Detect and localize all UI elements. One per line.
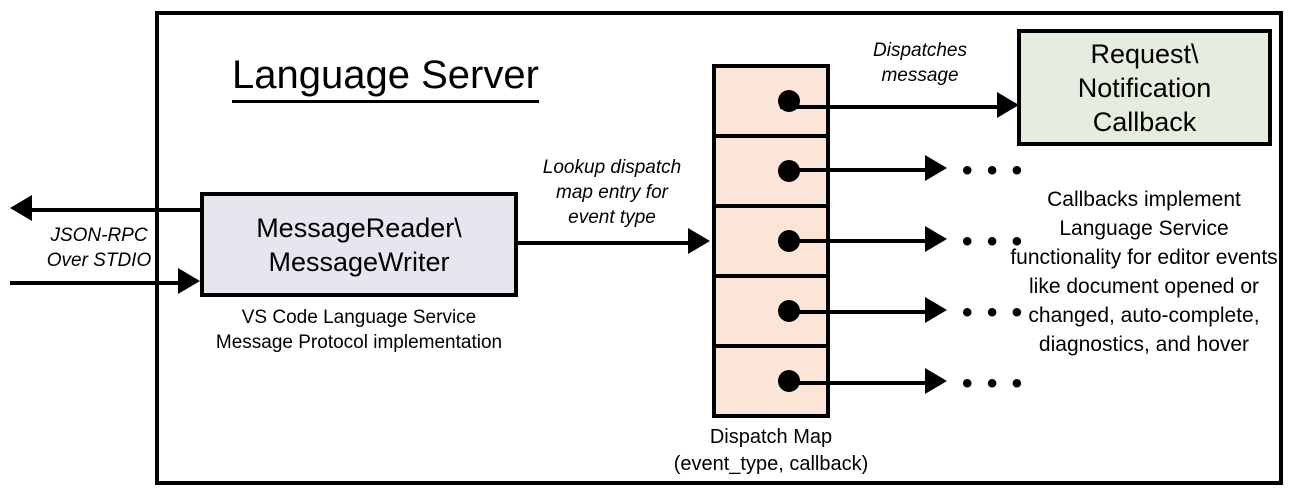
dispatch-row3-arrow-head-icon: [925, 226, 947, 252]
dispatches-message-label: Dispatches message: [836, 38, 1004, 88]
outbound-message-line: [32, 208, 202, 212]
lookup-dispatch-label-line2: map entry for: [556, 182, 668, 203]
message-reader-writer-caption-line2: Message Protocol implementation: [215, 332, 503, 353]
json-rpc-label: JSON-RPC Over STDIO: [34, 223, 164, 273]
lookup-dispatch-line: [518, 241, 690, 245]
lookup-dispatch-label-line3: event type: [568, 207, 656, 228]
dispatch-row5-line: [780, 381, 927, 385]
callback-box-line1: Request\: [1090, 38, 1199, 69]
dispatch-row3-line: [780, 239, 927, 243]
dispatch-map-caption-line2: (event_type, callback): [673, 453, 869, 475]
dispatch-row2-ellipsis: • • •: [962, 154, 1026, 187]
dispatch-map-row[interactable]: [716, 68, 826, 138]
dispatch-map-caption: Dispatch Map (event_type, callback): [630, 424, 912, 478]
inbound-arrow-head-icon: [178, 268, 200, 294]
dispatches-message-label-line1: Dispatches: [873, 40, 967, 61]
message-reader-writer-caption: VS Code Language Service Message Protoco…: [200, 305, 518, 355]
message-reader-writer-line2: MessageWriter: [268, 246, 450, 277]
dispatch-map-row[interactable]: [716, 138, 826, 208]
callback-box-line2: Notification: [1077, 72, 1212, 103]
dispatch-map-caption-line1: Dispatch Map: [709, 426, 833, 448]
dispatches-message-label-line2: message: [881, 65, 959, 86]
inbound-message-line: [10, 281, 182, 285]
dispatch-row1-line: [780, 105, 999, 109]
json-rpc-label-line1: JSON-RPC: [50, 225, 148, 246]
callback-description: Callbacks implement Language Service fun…: [1010, 188, 1278, 356]
lookup-dispatch-label: Lookup dispatch map entry for event type: [524, 155, 700, 230]
dispatch-row5-ellipsis: • • •: [962, 367, 1026, 400]
callback-box-line3: Callback: [1092, 106, 1197, 137]
message-reader-writer-caption-line1: VS Code Language Service: [241, 307, 477, 328]
dispatch-row4-line: [780, 310, 927, 314]
message-reader-writer-line1: MessageReader\: [256, 212, 462, 243]
dispatch-row4-arrow-head-icon: [925, 297, 947, 323]
language-server-frame: [155, 11, 1283, 485]
dispatch-row3-ellipsis: • • •: [962, 225, 1026, 258]
dispatch-row2-arrow-head-icon: [925, 155, 947, 181]
dispatch-row4-ellipsis: • • •: [962, 296, 1026, 329]
request-notification-callback-box[interactable]: Request\ Notification Callback: [1017, 29, 1272, 146]
page-title: Language Server: [232, 52, 539, 103]
message-reader-writer-box[interactable]: MessageReader\ MessageWriter: [200, 192, 518, 297]
dispatch-map-row[interactable]: [716, 208, 826, 278]
dispatch-row2-line: [780, 168, 927, 172]
outbound-arrow-head-icon: [10, 195, 32, 221]
dispatch-row5-arrow-head-icon: [925, 368, 947, 394]
dispatch-row1-arrow-head-icon: [997, 92, 1019, 118]
json-rpc-label-line2: Over STDIO: [46, 250, 152, 271]
lookup-dispatch-label-line1: Lookup dispatch: [542, 157, 682, 178]
lookup-dispatch-arrow-head-icon: [688, 228, 710, 254]
